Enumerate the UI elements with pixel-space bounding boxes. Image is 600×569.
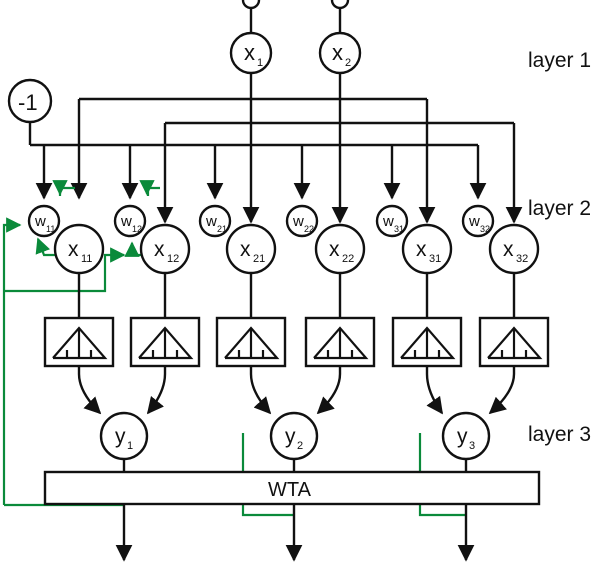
w-node-label: w [34, 213, 46, 230]
wta-block: WTA [43, 470, 541, 506]
x-node [401, 223, 453, 275]
w-node-label: w [292, 213, 304, 230]
w-node [27, 204, 61, 238]
w-node-label: w [120, 213, 132, 230]
layer-3-label: layer 3 [528, 423, 591, 446]
input-node-label: x [244, 40, 255, 65]
x-node [225, 223, 277, 275]
w-node [375, 204, 409, 238]
x-node-label: x [154, 238, 165, 261]
x-node [53, 223, 105, 275]
output-node-label: y [285, 425, 296, 448]
x-node-subscript: 12 [167, 253, 179, 265]
final-output-arrows [115, 504, 475, 562]
w-node [113, 204, 147, 238]
x-node-subscript: 21 [253, 253, 265, 265]
input-connections [28, 73, 523, 224]
input-node-x1: x 1 [229, 31, 273, 75]
x-node [314, 223, 366, 275]
input-node-x2: x 2 [318, 31, 362, 75]
layer-1-label: layer 1 [528, 49, 591, 72]
x-node-label: x [503, 238, 514, 261]
x-node-subscript: 31 [429, 253, 441, 265]
x-node-label: x [240, 238, 251, 261]
w-node [198, 204, 232, 238]
output-node-subscript: 1 [127, 440, 133, 452]
layer-2-label: layer 2 [528, 197, 591, 220]
output-node-label: y [115, 425, 126, 448]
bias-label: -1 [18, 90, 38, 115]
x-node-label: x [329, 238, 340, 261]
w-node-subscript: 31 [394, 224, 404, 234]
w-node-subscript: 21 [217, 224, 227, 234]
input-node-subscript: 1 [257, 57, 263, 69]
x-node-subscript: 32 [516, 253, 528, 265]
w-node-label: w [468, 213, 480, 230]
x-node [488, 223, 540, 275]
x-node-label: x [68, 238, 79, 261]
output-node-subscript: 2 [297, 440, 303, 452]
w-node [461, 204, 495, 238]
x-node [139, 223, 191, 275]
input-node-label: x [332, 40, 343, 65]
wta-label: WTA [268, 479, 312, 501]
w-node-label: w [205, 213, 217, 230]
input-node-subscript: 2 [345, 57, 351, 69]
w-node [285, 204, 319, 238]
w-node-subscript: 12 [132, 224, 142, 234]
x-node-subscript: 22 [342, 253, 354, 265]
bias-node: -1 [7, 78, 53, 124]
w-node-label: w [382, 213, 394, 230]
w-node-subscript: 11 [46, 224, 55, 234]
output-node-subscript: 3 [469, 440, 475, 452]
output-node-label: y [457, 425, 468, 448]
w-node-subscript: 32 [480, 224, 490, 234]
x-node-subscript: 11 [81, 253, 92, 265]
x-node-label: x [416, 238, 427, 261]
input-terminals [241, 0, 350, 32]
w-node-subscript: 22 [304, 224, 314, 234]
